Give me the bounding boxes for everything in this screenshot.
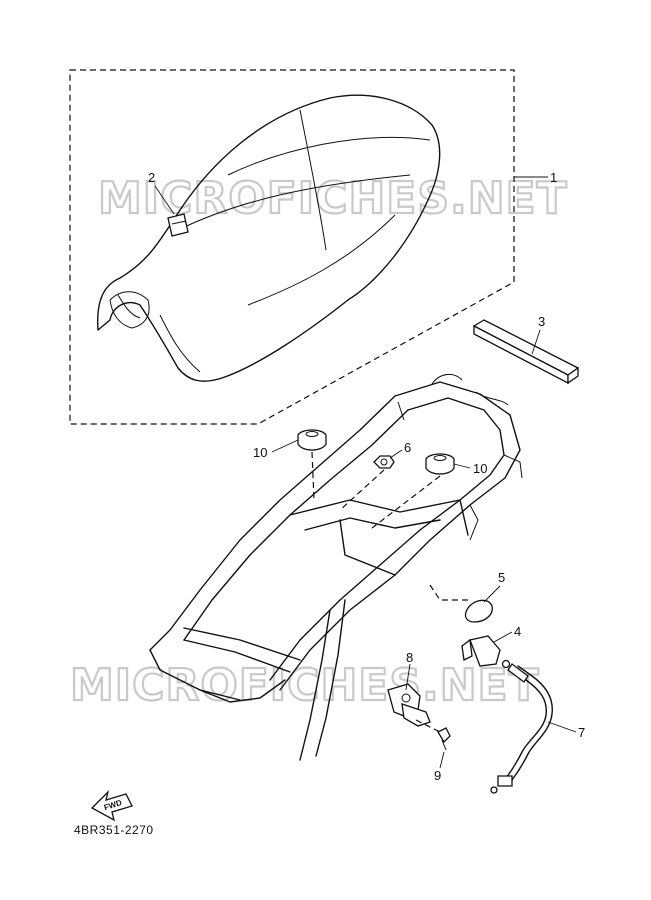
fastening-line-right bbox=[371, 475, 441, 529]
damper-strip bbox=[472, 319, 580, 385]
seat-latch bbox=[387, 683, 431, 727]
leader-8 bbox=[405, 663, 411, 691]
callout-3: 3 bbox=[538, 314, 545, 329]
leader-10a bbox=[271, 439, 299, 453]
callout-2: 2 bbox=[148, 170, 155, 185]
damper-right bbox=[425, 453, 455, 475]
watermark-bottom: MICROFICHES.NET bbox=[70, 660, 540, 711]
fwd-arrow-icon: FWD bbox=[90, 789, 133, 822]
callout-10-left: 10 bbox=[253, 445, 267, 460]
watermark-top: MICROFICHES.NET bbox=[98, 173, 568, 224]
leader-3 bbox=[531, 329, 541, 355]
leader-5 bbox=[483, 585, 501, 603]
fastening-line-bolt bbox=[415, 719, 441, 733]
leader-7 bbox=[547, 721, 577, 733]
callout-4: 4 bbox=[514, 624, 521, 639]
leader-4 bbox=[493, 631, 513, 643]
diagram-code: 4BR351-2270 bbox=[74, 823, 154, 837]
leader-9 bbox=[439, 751, 445, 769]
seat-lock-cable bbox=[490, 663, 553, 794]
callout-8: 8 bbox=[406, 650, 413, 665]
callout-1: 1 bbox=[550, 170, 557, 185]
nut bbox=[373, 455, 395, 469]
callout-10-right: 10 bbox=[473, 461, 487, 476]
seat-lock bbox=[461, 635, 511, 669]
seat bbox=[97, 94, 441, 382]
callout-9: 9 bbox=[434, 768, 441, 783]
damper-left bbox=[297, 429, 327, 451]
seat-bracket bbox=[167, 213, 189, 237]
bolt bbox=[437, 727, 451, 751]
callout-5: 5 bbox=[498, 570, 505, 585]
leader-2 bbox=[154, 185, 175, 215]
callout-6: 6 bbox=[404, 440, 411, 455]
lock-cap bbox=[464, 599, 493, 623]
fastening-line-left bbox=[311, 451, 315, 501]
seat-assembly-boundary bbox=[69, 69, 515, 425]
rear-frame bbox=[149, 374, 523, 761]
callout-7: 7 bbox=[578, 725, 585, 740]
fastening-line-nut bbox=[339, 469, 385, 511]
leader-6 bbox=[389, 449, 403, 459]
leader-10b bbox=[453, 463, 471, 469]
